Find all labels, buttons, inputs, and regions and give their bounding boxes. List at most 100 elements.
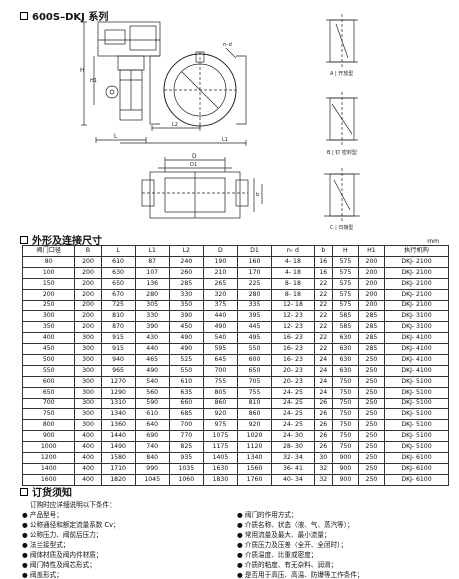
- table-cell: 265: [202, 277, 238, 290]
- table-cell: 107: [134, 266, 170, 279]
- table-cell: 575: [331, 277, 359, 290]
- table-cell: 200: [74, 321, 102, 334]
- table-cell: 705: [236, 375, 273, 388]
- table-cell: 16- 23: [271, 354, 315, 366]
- table-cell: 390: [168, 310, 204, 323]
- column-header: n- d: [271, 245, 315, 257]
- table-cell: 810: [100, 310, 136, 323]
- table-cell: 920: [202, 408, 238, 421]
- list-item: ● 介质名称、状态（液、气、蒸汽等）；: [237, 521, 354, 529]
- table-cell: 1020: [236, 430, 273, 443]
- table-cell: 40- 34: [271, 473, 315, 486]
- table-cell: 8- 18: [271, 288, 315, 301]
- table-cell: 200: [357, 288, 386, 301]
- table-cell: 250: [357, 462, 386, 475]
- table-cell: 550: [168, 364, 204, 377]
- table-cell: 585: [331, 310, 359, 323]
- table-cell: 700: [21, 397, 76, 410]
- table-cell: DKJ- 3100: [384, 321, 449, 334]
- list-item: ● 是否用于高压、高温、防爆等工作条件；: [237, 571, 364, 579]
- table-cell: 350: [168, 299, 204, 312]
- table-cell: 645: [202, 354, 238, 366]
- table-cell: 685: [168, 408, 204, 421]
- order-intro: 订购时应详细说明以下条件：: [30, 501, 116, 509]
- table-cell: 24- 25: [271, 397, 315, 410]
- column-header: b: [313, 245, 333, 257]
- table-cell: DKJ- 2100: [384, 277, 449, 290]
- table-cell: 200: [357, 277, 386, 290]
- table-cell: 12- 23: [271, 310, 315, 323]
- table-cell: 200: [74, 266, 102, 279]
- list-item: ● 产品型号；: [22, 511, 63, 519]
- list-item: ● 介质温度、比重或密度；: [237, 551, 318, 559]
- list-item: ● 常用流量及最大、最小流量；: [237, 531, 331, 539]
- table-cell: 22: [313, 288, 333, 301]
- table-cell: 22: [313, 343, 333, 356]
- table-cell: 36- 41: [271, 462, 315, 475]
- table-cell: 1580: [100, 452, 136, 464]
- list-item: ● 阀门的作用方式；: [237, 511, 298, 519]
- table-cell: 750: [331, 441, 359, 454]
- table-cell: 80: [21, 256, 76, 268]
- table-cell: DKJ- 4100: [384, 332, 449, 345]
- table-cell: 600: [236, 354, 273, 366]
- table-cell: 650: [236, 364, 273, 377]
- table-cell: 1760: [236, 473, 273, 486]
- table-cell: 330: [134, 310, 170, 323]
- table-cell: 4- 18: [271, 266, 315, 279]
- order-notes: 订购时应详细说明以下条件： ● 产品型号；● 公称通径和额定流量系数 Cv；● …: [22, 500, 452, 579]
- table-cell: 585: [331, 321, 359, 334]
- table-cell: 300: [21, 310, 76, 323]
- column-header: L1: [134, 245, 170, 257]
- unit-label: mm: [427, 238, 439, 245]
- table-cell: 920: [236, 419, 273, 432]
- table-cell: 4- 18: [271, 256, 315, 268]
- dim-nd-label: n–d: [223, 42, 232, 48]
- table-cell: 610: [168, 375, 204, 388]
- table-cell: DKJ- 6100: [384, 473, 449, 486]
- table-cell: DKJ- 2100: [384, 299, 449, 312]
- valve-front-view: [149, 51, 247, 128]
- table-cell: 400: [74, 430, 102, 443]
- table-cell: 26: [313, 430, 333, 443]
- table-cell: 250: [357, 473, 386, 486]
- table-cell: 770: [168, 430, 204, 443]
- table-cell: 750: [331, 430, 359, 443]
- table-cell: 305: [134, 299, 170, 312]
- table-cell: 16- 23: [271, 343, 315, 356]
- page-title: 600S–DKJ 系列: [20, 8, 108, 23]
- column-header: H1: [357, 245, 386, 257]
- table-cell: 450: [168, 321, 204, 334]
- table-cell: 24: [313, 354, 333, 366]
- table-cell: 16- 23: [271, 332, 315, 345]
- table-cell: 670: [100, 288, 136, 301]
- table-cell: 30: [313, 452, 333, 464]
- table-cell: 1340: [236, 452, 273, 464]
- table-cell: 170: [236, 266, 273, 279]
- order-notes-right: ● 阀门的作用方式； ● 介质名称、状态（液、气、蒸汽等）； ● 常用流量及最大、最…: [237, 510, 452, 579]
- table-cell: 750: [21, 408, 76, 421]
- table-cell: 440: [134, 343, 170, 356]
- table-cell: DKJ- 4100: [384, 343, 449, 356]
- table-cell: 87: [134, 256, 170, 268]
- table-cell: 1400: [21, 462, 76, 475]
- table-cell: 1290: [100, 386, 136, 399]
- table-cell: 840: [134, 452, 170, 464]
- dim-h-label: H: [80, 67, 85, 74]
- table-cell: 1820: [100, 473, 136, 486]
- column-header: L: [100, 245, 136, 257]
- caption-type-a: A | 开放型: [330, 71, 354, 77]
- column-header: L2: [168, 245, 204, 257]
- table-cell: 16: [313, 256, 333, 268]
- table-cell: 20- 23: [271, 364, 315, 377]
- table-cell: 1440: [100, 430, 136, 443]
- actuator-drawing: [95, 21, 161, 143]
- table-cell: 200: [74, 299, 102, 312]
- table-cell: DKJ- 2100: [384, 256, 449, 268]
